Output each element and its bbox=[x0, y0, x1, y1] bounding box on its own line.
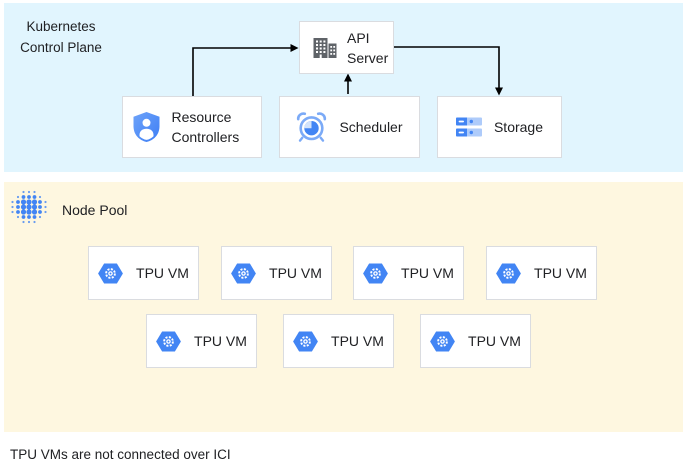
resource-controllers-label: Resource Controllers bbox=[171, 109, 240, 145]
node-pool-title: Node Pool bbox=[62, 202, 128, 218]
tpu-hexagon-icon bbox=[496, 262, 521, 284]
tpu-vm-label: TPU VM bbox=[269, 265, 322, 281]
tpu-vm-box: TPU VM bbox=[283, 314, 394, 368]
api-server-label: API Server bbox=[347, 29, 389, 66]
storage-label: Storage bbox=[493, 119, 544, 135]
alarm-clock-icon bbox=[296, 111, 327, 143]
tpu-vm-label: TPU VM bbox=[401, 265, 454, 281]
tpu-vm-label: TPU VM bbox=[331, 333, 384, 349]
control-plane-title: Kubernetes Control Plane bbox=[20, 19, 102, 55]
node-pool-dots-icon bbox=[10, 189, 50, 225]
tpu-hexagon-icon bbox=[430, 330, 455, 352]
tpu-vm-box: TPU VM bbox=[146, 314, 257, 368]
tpu-hexagon-icon bbox=[98, 262, 123, 284]
resource-controllers-box: Resource Controllers bbox=[122, 96, 262, 158]
tpu-vm-label: TPU VM bbox=[194, 333, 247, 349]
tpu-hexagon-icon bbox=[231, 262, 256, 284]
node-pool-panel bbox=[4, 182, 683, 432]
tpu-hexagon-icon bbox=[293, 330, 318, 352]
tpu-vm-box: TPU VM bbox=[88, 246, 199, 300]
tpu-vm-box: TPU VM bbox=[353, 246, 464, 300]
tpu-vm-label: TPU VM bbox=[136, 265, 189, 281]
tpu-hexagon-icon bbox=[363, 262, 388, 284]
building-icon bbox=[313, 37, 337, 59]
tpu-vm-box: TPU VM bbox=[420, 314, 531, 368]
tpu-hexagon-icon bbox=[156, 330, 181, 352]
footnote-text: TPU VMs are not connected over ICI bbox=[10, 447, 231, 462]
tpu-vm-box: TPU VM bbox=[486, 246, 597, 300]
api-server-box: API Server bbox=[299, 21, 394, 74]
tpu-vm-label: TPU VM bbox=[468, 333, 521, 349]
scheduler-box: Scheduler bbox=[279, 96, 420, 158]
scheduler-label: Scheduler bbox=[339, 119, 403, 135]
storage-icon bbox=[455, 116, 482, 138]
tpu-vm-box: TPU VM bbox=[221, 246, 332, 300]
shield-person-icon bbox=[133, 112, 160, 142]
tpu-vm-label: TPU VM bbox=[534, 265, 587, 281]
storage-box: Storage bbox=[437, 96, 562, 158]
